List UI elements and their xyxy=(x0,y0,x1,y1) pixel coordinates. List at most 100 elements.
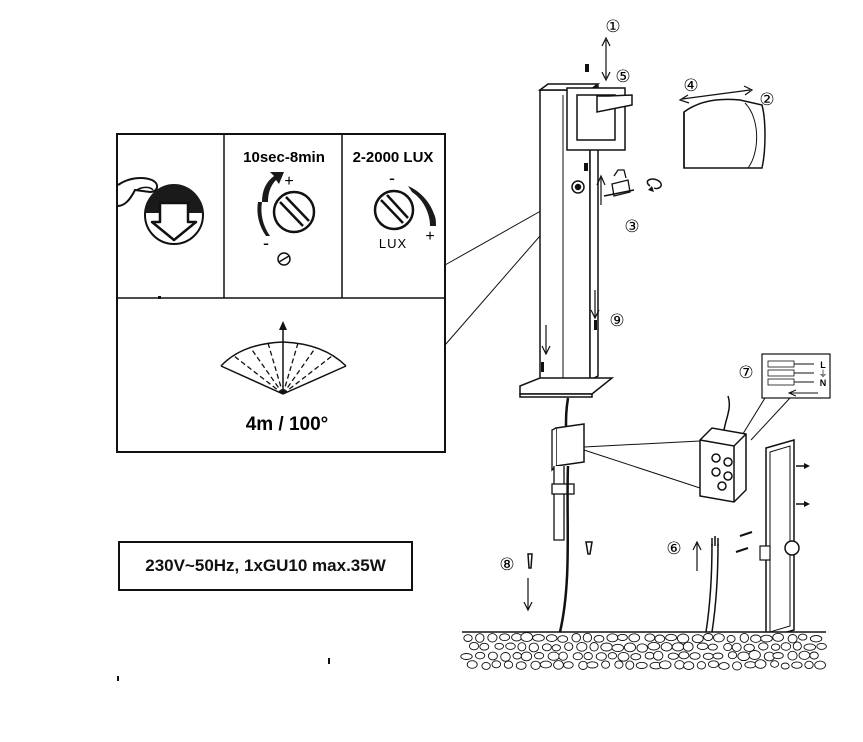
gravel-stone xyxy=(665,633,678,642)
gravel-stone xyxy=(571,633,581,643)
gravel-stone xyxy=(553,660,564,670)
gravel-stone xyxy=(787,650,798,661)
gravel-stone xyxy=(491,660,502,669)
gravel-stone xyxy=(595,652,607,661)
mounting-plate xyxy=(735,439,810,639)
gravel-stone xyxy=(500,652,511,662)
gravel-stone xyxy=(558,651,568,661)
gravel-stone xyxy=(479,642,490,651)
supply-cable xyxy=(705,536,719,633)
step-6-label: ⑥ xyxy=(666,539,681,559)
gravel-stone xyxy=(586,661,599,669)
gravel-stone xyxy=(798,633,808,641)
settings-panel: 10sec-8min + - 2-2000 LUX - + LUX xyxy=(116,133,446,453)
gravel-stone xyxy=(744,661,757,669)
gravel-stone xyxy=(748,650,761,660)
lamp-shade xyxy=(683,98,766,169)
gravel-stone xyxy=(635,661,648,669)
gravel-stone xyxy=(623,642,637,653)
gravel-stone xyxy=(754,659,767,669)
wire-live-label: L xyxy=(820,360,826,370)
gravel-stone xyxy=(731,642,742,652)
gravel-stone xyxy=(460,653,473,660)
gravel-stone xyxy=(703,633,714,641)
gravel-stone xyxy=(750,634,762,643)
time-minus-label: - xyxy=(263,233,269,253)
lux-minus-label: - xyxy=(389,168,395,188)
gravel-stone xyxy=(511,633,523,642)
cable-junction-box xyxy=(551,397,701,633)
gravel-stone xyxy=(798,650,811,660)
gravel-stone xyxy=(617,633,628,641)
gravel-stone xyxy=(708,660,719,669)
gravel-stone xyxy=(583,652,593,661)
gravel-stone xyxy=(696,661,707,670)
gravel-stone xyxy=(628,633,641,643)
gravel-stone xyxy=(671,642,685,652)
gravel-stone xyxy=(515,661,527,670)
gravel-stone xyxy=(606,633,619,643)
gravel-stone xyxy=(532,634,545,642)
gravel-stone xyxy=(505,642,516,650)
gravel-stone xyxy=(683,661,695,670)
gravel-stone xyxy=(593,634,605,643)
detection-range-icon xyxy=(220,321,347,395)
gravel-stone xyxy=(557,635,569,643)
gu10-bulb-icon xyxy=(603,169,663,197)
gravel-stone xyxy=(770,643,781,651)
time-knob-icon: + - xyxy=(257,172,316,266)
gravel-stone xyxy=(551,644,561,652)
gravel-stone xyxy=(614,660,624,669)
wire-earth-label: ⏚ xyxy=(818,369,827,379)
step-3-label: ③ xyxy=(624,217,639,237)
gravel-stone xyxy=(658,660,672,670)
time-plus-label: + xyxy=(284,173,293,190)
gravel-stone xyxy=(545,634,558,642)
gravel-stone xyxy=(809,651,819,660)
gravel-stone xyxy=(689,652,701,660)
gravel-stone xyxy=(520,651,533,662)
gravel-stone xyxy=(653,650,664,661)
gravel-stone xyxy=(517,642,527,652)
gravel-stone xyxy=(739,632,749,643)
gravel-stone xyxy=(814,660,826,670)
gravel-stone xyxy=(787,634,798,644)
gravel-stone xyxy=(475,633,485,643)
step-2-label: ② xyxy=(759,90,774,110)
gravel-stone xyxy=(770,660,780,668)
gravel-stone xyxy=(499,633,511,642)
gravel-stone xyxy=(617,651,630,662)
gravel-stone xyxy=(674,660,685,670)
lux-knob-icon: - + LUX xyxy=(373,168,436,251)
gravel-stone xyxy=(494,642,504,650)
step-9-label: ⑨ xyxy=(609,311,624,331)
gravel-stone xyxy=(726,634,736,643)
post-lamp xyxy=(519,64,633,398)
gravel-stone xyxy=(563,661,574,669)
gravel-stone xyxy=(743,643,755,652)
gravel-stone xyxy=(780,662,790,670)
gravel-stone xyxy=(803,643,817,651)
gravel-stone xyxy=(713,633,725,643)
gravel-stone xyxy=(520,632,534,643)
gravel-stone xyxy=(607,652,618,660)
gravel-stone xyxy=(474,651,486,660)
gravel-stone xyxy=(636,643,648,653)
gravel-stone xyxy=(727,651,738,660)
gravel-stone xyxy=(760,634,773,643)
gravel-stone xyxy=(589,642,599,652)
gravel-stone xyxy=(481,661,491,670)
lux-range-label: 2-2000 LUX xyxy=(353,149,434,166)
detection-range-label: 4m / 100° xyxy=(246,414,329,435)
gravel-stone xyxy=(780,642,792,651)
gravel-stone xyxy=(792,641,802,651)
gravel-stone xyxy=(630,653,642,661)
lux-plus-label: + xyxy=(425,228,434,245)
terminal-box xyxy=(699,395,747,503)
gravel-stone xyxy=(530,660,541,670)
time-range-label: 10sec-8min xyxy=(243,149,325,166)
power-spec-box: 230V~50Hz, 1xGU10 max.35W xyxy=(118,541,413,591)
step-4-label: ④ xyxy=(683,76,698,96)
gravel-stone xyxy=(625,660,635,670)
gravel-stone xyxy=(601,660,611,669)
